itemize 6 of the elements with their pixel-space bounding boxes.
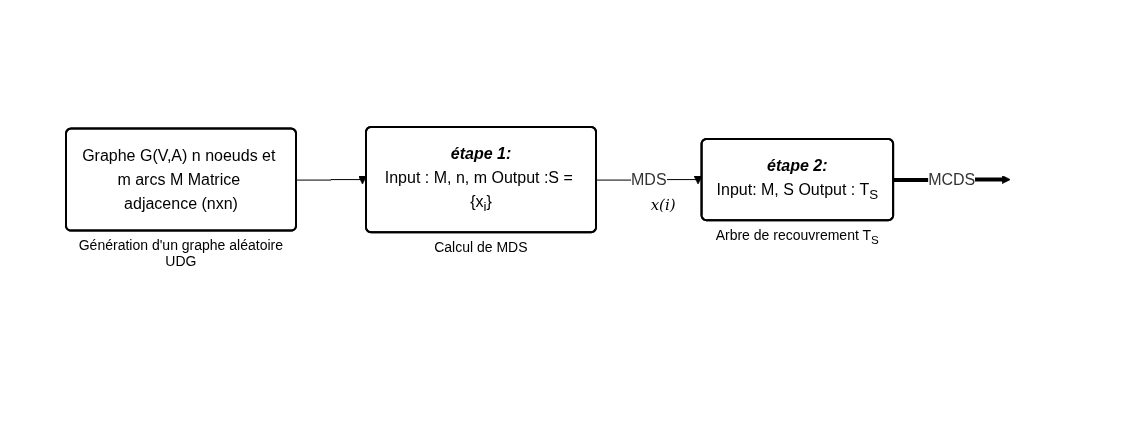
node-caption: Calcul de MDS: [433, 238, 529, 255]
node-caption: Génération d'un graphe aléatoire UDG: [77, 237, 284, 269]
node-caption: Arbre de recouvrement T$_{S}$: [714, 226, 880, 246]
edge-label: MCDS: [928, 170, 976, 188]
edge-label: MDS: [630, 170, 667, 188]
math-label: x(i): [650, 196, 676, 214]
